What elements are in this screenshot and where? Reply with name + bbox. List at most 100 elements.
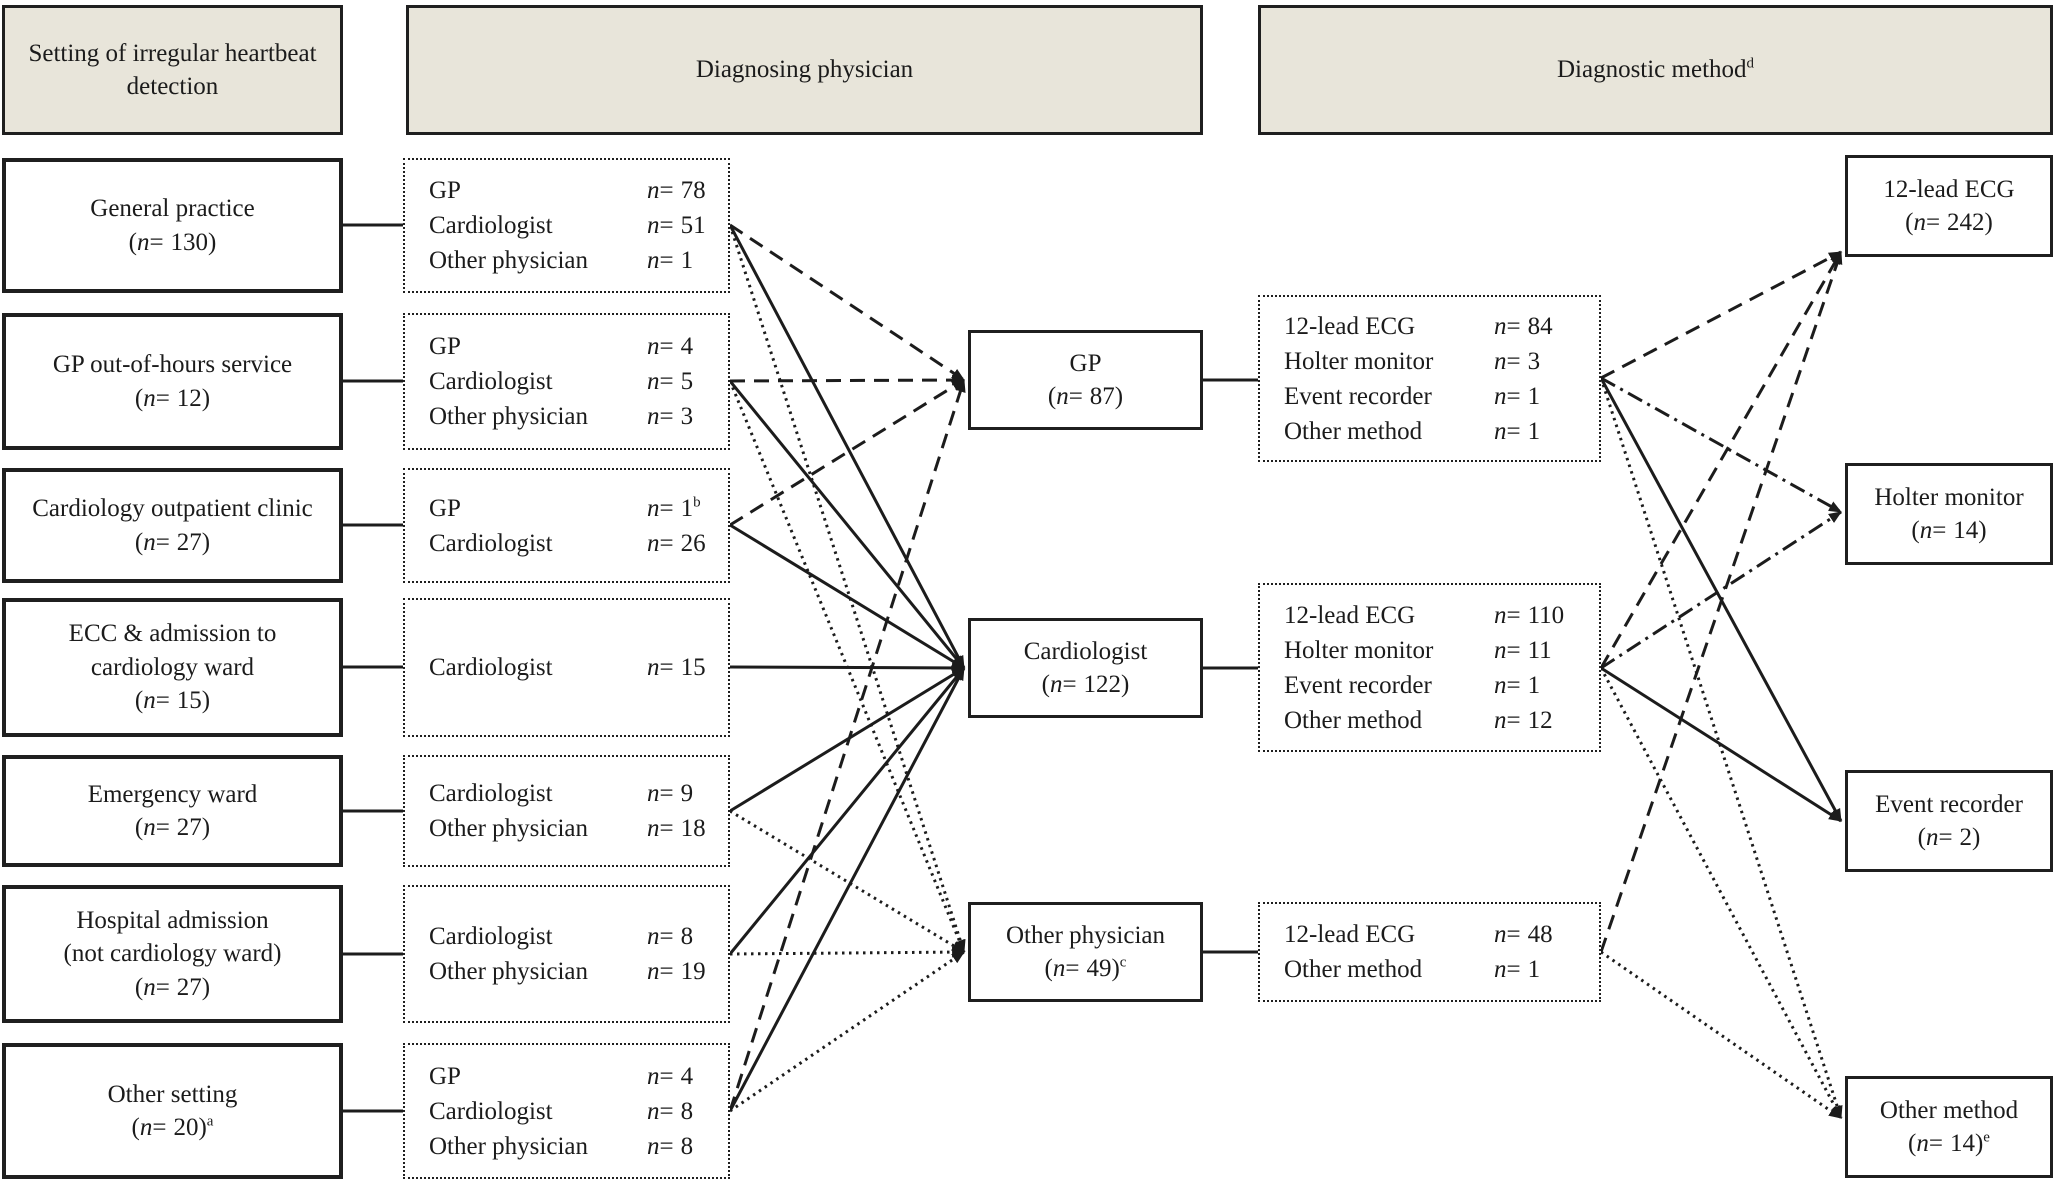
- row-label: GP: [429, 1062, 461, 1090]
- method-box-event-recorder: Event recorder (n=2): [1845, 770, 2053, 872]
- box-title: Cardiologist: [1023, 637, 1148, 665]
- n-equals: n=: [1494, 956, 1521, 983]
- n-number: 15: [680, 654, 706, 681]
- n-number: 2: [1959, 824, 1973, 851]
- row-n-value: n=110: [1494, 598, 1564, 633]
- row-label: Other physician: [429, 247, 588, 274]
- row-n-value: n=48: [1494, 917, 1553, 952]
- row-label: Other physician: [429, 815, 588, 842]
- setting-box-ecc-admission: ECC & admission to cardiology ward (n=15…: [2, 598, 343, 737]
- header-setting: Setting of irregular heartbeat detection: [2, 5, 343, 135]
- setting-box-general-practice: General practice (n=130): [2, 158, 343, 293]
- edge-othersetting-cardiologist: [728, 667, 966, 1112]
- row-label: Holter monitor: [1284, 347, 1434, 375]
- row-label: Holter monitor: [1284, 636, 1434, 664]
- paren-open: (: [134, 814, 144, 841]
- row-n-value: n=1: [1494, 668, 1540, 703]
- n-equals: n=: [1919, 517, 1947, 544]
- n-number: 78: [680, 177, 706, 204]
- row-label: 12-lead ECG: [1284, 921, 1416, 948]
- n-number: 3: [680, 403, 694, 430]
- paren-open: (: [1047, 383, 1057, 410]
- n-number: 84: [1527, 312, 1553, 340]
- edge-gpmethods-ecg: [1600, 250, 1842, 380]
- row-n-value: n=8: [647, 1094, 693, 1129]
- header-diagnostic-method-label: Diagnostic methodd: [1557, 53, 1754, 87]
- row-n-value: n=12: [1494, 703, 1553, 738]
- box-title: ECC & admission to: [68, 620, 277, 648]
- n-number: 12: [176, 384, 202, 412]
- row-n-value: n=84: [1494, 309, 1553, 344]
- box-n: (n=27): [135, 526, 210, 560]
- n-number: 20: [173, 1114, 199, 1141]
- n-number: 14: [1949, 1130, 1975, 1157]
- n-equals: n=: [136, 228, 164, 256]
- row-n-value: n=9: [647, 776, 693, 811]
- row-n-value: n=1b: [647, 491, 701, 526]
- n-equals: n=: [1916, 1130, 1943, 1157]
- paren-close: ): [201, 973, 211, 1001]
- edge-othersetting-otherphysician: [729, 950, 965, 1113]
- box-title: Cardiology outpatient clinic: [32, 495, 313, 522]
- box-title: Other setting: [107, 1080, 238, 1108]
- edge-emergency-otherphysician: [729, 809, 965, 954]
- n-equals: n=: [143, 384, 170, 412]
- box-title: Event recorder: [1875, 790, 2023, 818]
- edge-cardmethods-ecg: [1599, 251, 1843, 669]
- box-title: 12-lead ECG: [1883, 175, 2015, 203]
- n-equals: n=: [1494, 601, 1521, 629]
- physician-box-gp: GP (n=87): [968, 330, 1203, 430]
- superscript-note: d: [1746, 55, 1755, 72]
- n-equals: n=: [647, 815, 674, 842]
- box-n: (n=27): [135, 811, 210, 845]
- n-equals: n=: [1494, 347, 1521, 375]
- row-n-value: n=1: [1494, 414, 1540, 449]
- paren-open: (: [128, 228, 137, 256]
- header-text: Diagnostic method: [1556, 56, 1747, 84]
- box-title-line2: (not cardiology ward): [63, 940, 282, 968]
- paren-close: ): [208, 228, 217, 256]
- n-number: 1: [680, 494, 694, 522]
- paren-open: (: [1911, 517, 1920, 544]
- box-n: (n=122): [1042, 668, 1130, 702]
- n-number: 1: [1527, 671, 1541, 699]
- box-n: (n=130): [129, 226, 217, 260]
- header-diagnosing-physician: Diagnosing physician: [406, 5, 1203, 135]
- row-n-value: n=19: [647, 954, 706, 989]
- row-label: Event recorder: [1284, 382, 1432, 410]
- row-n-value: n=1: [1494, 952, 1540, 987]
- row-label: Other physician: [429, 958, 588, 985]
- box-title-line2: cardiology ward: [90, 653, 255, 681]
- method-row: 12-lead ECG n=48: [1284, 917, 1599, 952]
- breakdown-row: Other physician n=19: [429, 954, 728, 989]
- n-equals: n=: [647, 923, 674, 950]
- n-number: 1: [680, 247, 694, 274]
- n-equals: n=: [647, 403, 674, 430]
- edge-cardmethods-holter: [1600, 510, 1842, 670]
- n-number: 18: [680, 815, 706, 842]
- box-n: (n=49)c: [1045, 952, 1127, 986]
- paren-close: ): [1972, 824, 1981, 851]
- edge-gpmethods-holter: [1600, 376, 1842, 514]
- row-n-value: n=8: [647, 919, 693, 954]
- breakdown-row: Other physician n=18: [429, 811, 728, 846]
- n-equals: n=: [1494, 382, 1521, 410]
- n-equals: n=: [1494, 671, 1521, 699]
